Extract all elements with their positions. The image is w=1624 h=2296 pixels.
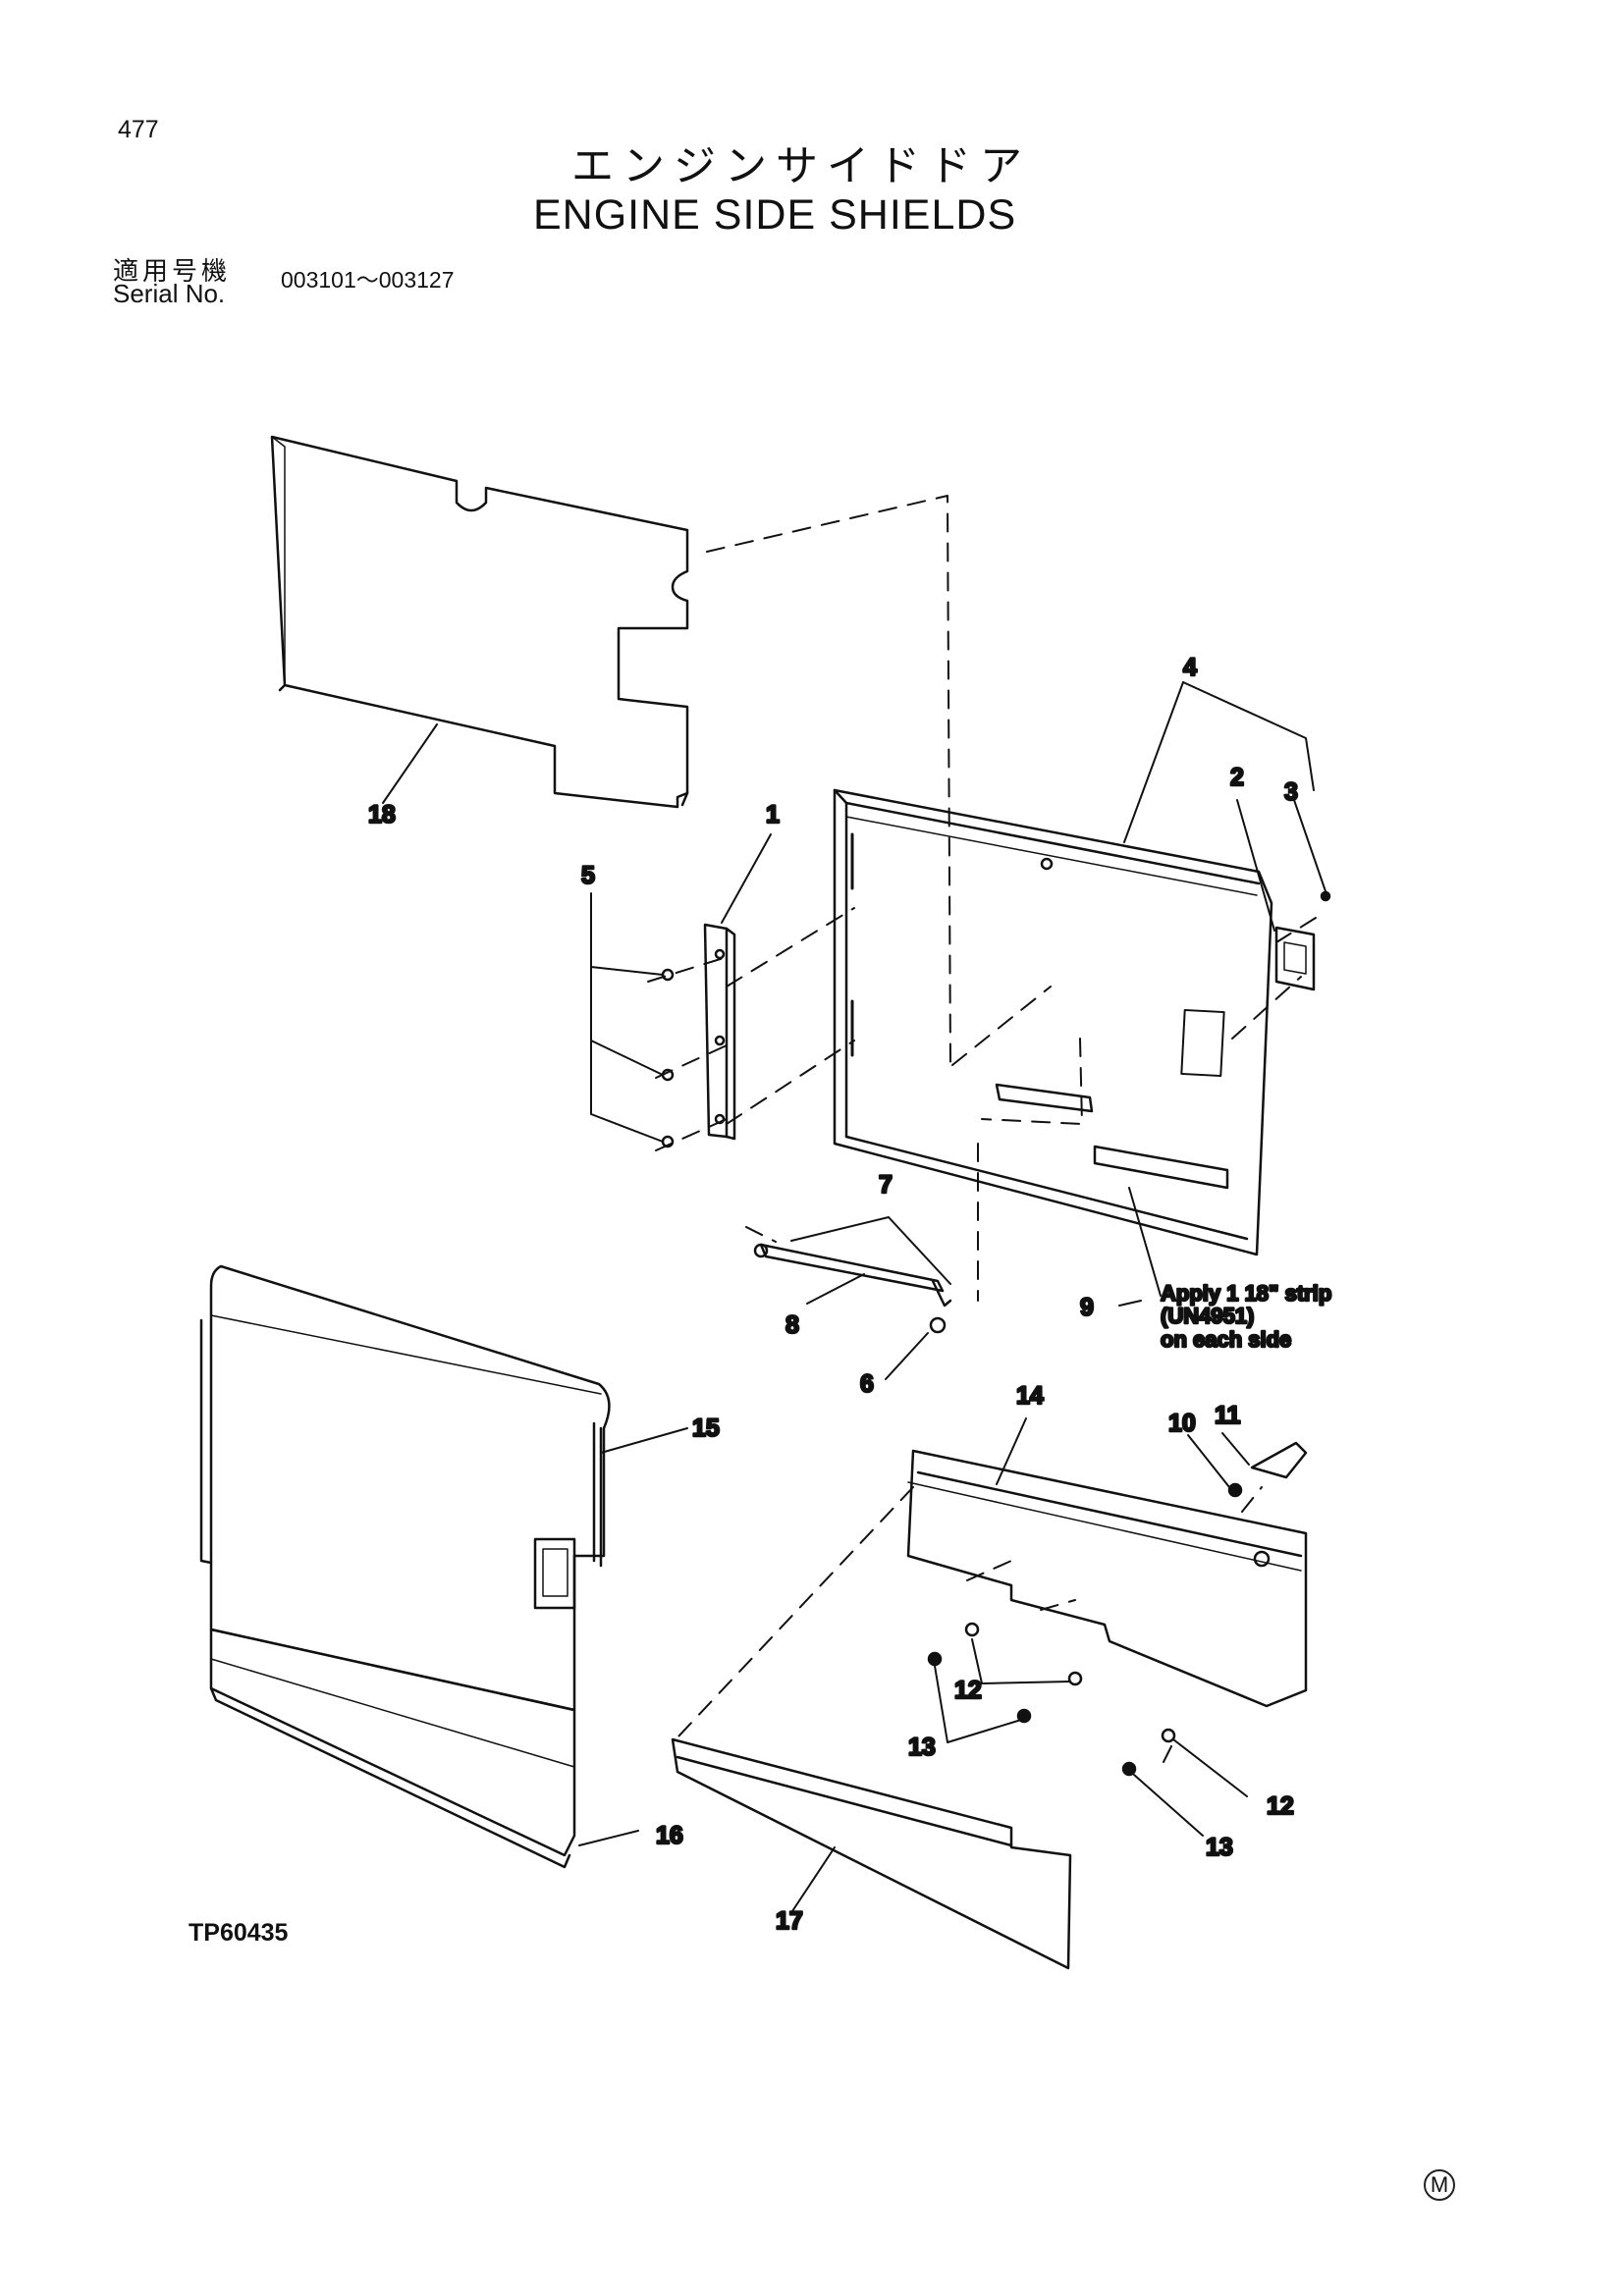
circled-m-mark: M xyxy=(1424,2169,1455,2201)
part-14-bracket xyxy=(906,1449,1308,1708)
part-9-strip xyxy=(1093,1145,1229,1190)
figure-code: TP60435 xyxy=(189,1919,289,1947)
guide-lines xyxy=(647,495,1317,1763)
callout-13a: 13 xyxy=(908,1734,936,1761)
callout-5: 5 xyxy=(581,862,595,889)
serial-range: 003101～003127 xyxy=(281,267,455,293)
callout-3: 3 xyxy=(1284,778,1298,806)
part-11-catch xyxy=(1227,1441,1308,1498)
part-2-latch xyxy=(1274,890,1331,991)
part-1-hinge-bar xyxy=(703,923,736,1141)
callout-18: 18 xyxy=(368,801,396,828)
callout-14: 14 xyxy=(1016,1382,1044,1410)
part-18-upper-shield xyxy=(270,435,689,809)
strip-note-line-2: (UN4951) xyxy=(1161,1304,1254,1328)
callout-2: 2 xyxy=(1230,764,1244,791)
callout-12b: 12 xyxy=(1267,1792,1294,1820)
strip-note-line-3: on each side xyxy=(1161,1327,1291,1352)
page-number: 477 xyxy=(118,116,159,143)
part-5-bolts xyxy=(661,968,675,1148)
callout-15: 15 xyxy=(692,1415,720,1442)
callout-8: 8 xyxy=(785,1311,799,1339)
callout-4: 4 xyxy=(1183,654,1197,681)
strip-note-line-1: Apply 1 18" strip xyxy=(1161,1281,1331,1306)
serial-label: Serial No. xyxy=(113,279,226,308)
callout-6: 6 xyxy=(860,1370,874,1398)
callout-16: 16 xyxy=(656,1822,683,1849)
page-title: ENGINE SIDE SHIELDS xyxy=(533,191,1017,239)
callout-10: 10 xyxy=(1168,1410,1196,1437)
callout-12a: 12 xyxy=(954,1677,982,1704)
part-8-stay-rod xyxy=(753,1243,952,1334)
part-16-lower-skirt xyxy=(209,1628,576,1869)
page-title-japanese: エンジンサイドドア xyxy=(571,142,1031,191)
callout-11: 11 xyxy=(1215,1402,1241,1429)
serial-label-japanese: 適用号機 xyxy=(113,257,232,287)
leader-lines xyxy=(382,681,1326,1915)
callout-1: 1 xyxy=(766,801,780,828)
callout-17: 17 xyxy=(776,1907,803,1935)
part-4-shield-panel xyxy=(833,788,1273,1256)
callout-9: 9 xyxy=(1080,1294,1094,1321)
part-15-side-door xyxy=(199,1264,611,1712)
callout-7: 7 xyxy=(879,1171,893,1199)
part-17-lower-panel xyxy=(671,1737,1072,1970)
callout-13b: 13 xyxy=(1206,1834,1233,1861)
